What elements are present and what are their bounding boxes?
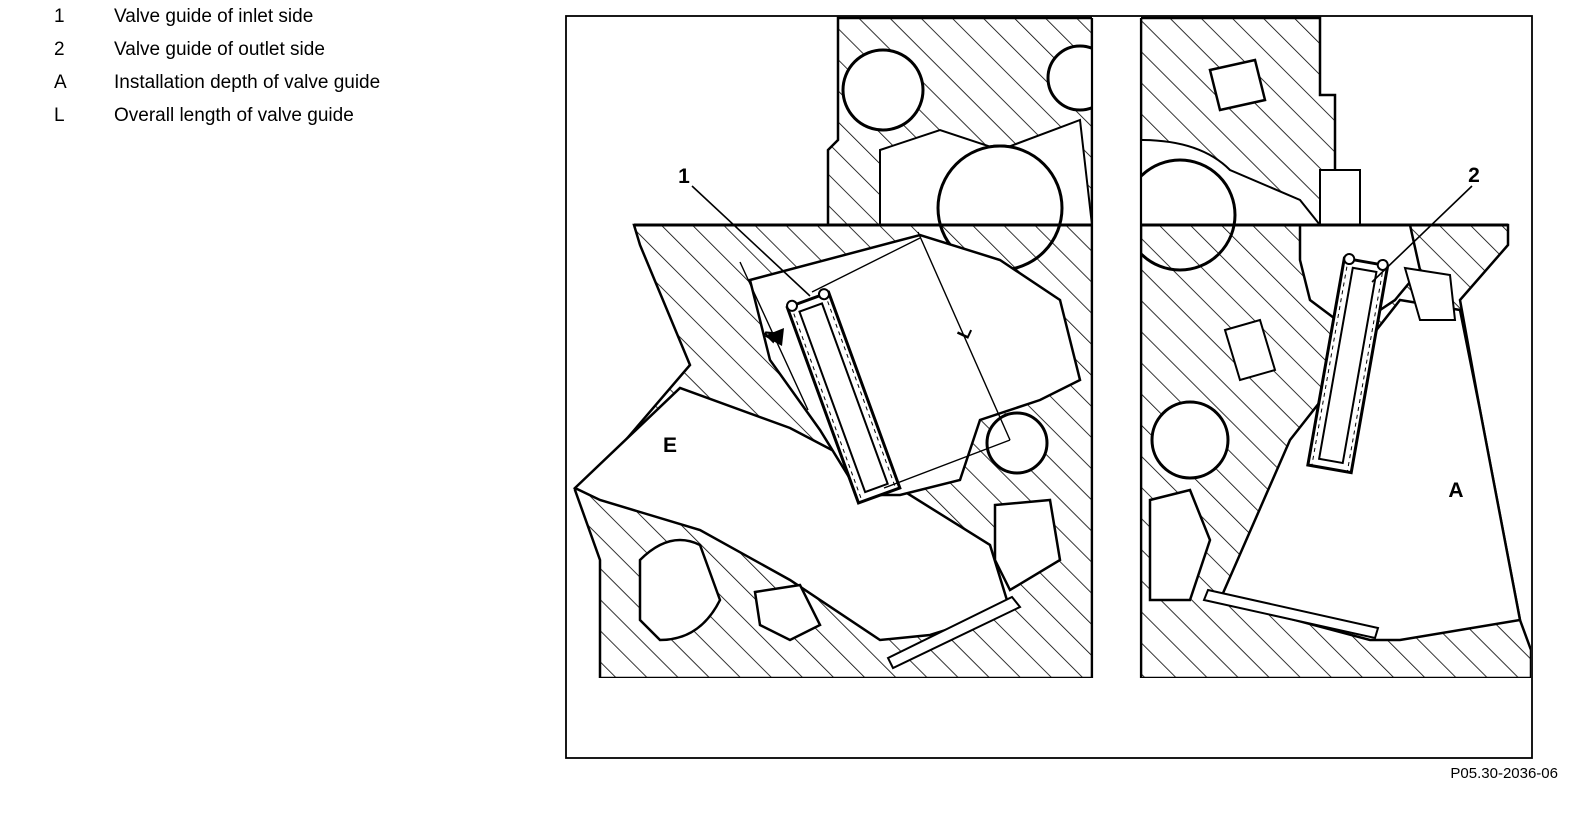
legend-key: 1: [54, 6, 65, 27]
valve-guide-outlet: [1306, 253, 1390, 475]
legend-row: A Installation depth of valve guide: [54, 72, 474, 105]
oil-bore: [1150, 400, 1230, 480]
extension-line: [883, 439, 1011, 489]
callout-label-2: 2: [1468, 164, 1480, 187]
figure-frame: [565, 15, 1533, 759]
valve-guide-inlet: [785, 288, 902, 505]
legend-text: Valve guide of outlet side: [114, 39, 325, 60]
leader-line-2: [1371, 185, 1473, 283]
cavity: [753, 583, 822, 642]
extension-line: [811, 237, 921, 293]
left-view-inlet: [572, 16, 1092, 678]
spring-seat: [1403, 266, 1457, 321]
leader-line-1: [691, 185, 811, 297]
legend-row: L Overall length of valve guide: [54, 105, 474, 138]
oil-bore: [985, 411, 1049, 475]
legend-key: 2: [54, 39, 65, 60]
legend: 1 Valve guide of inlet side 2 Valve guid…: [54, 6, 474, 138]
upper-pocket: [1319, 169, 1361, 226]
callout-label-1: 1: [678, 165, 690, 188]
cavity: [1223, 318, 1277, 382]
cavity: [638, 538, 722, 642]
legend-key: A: [54, 72, 67, 93]
cavity: [1148, 488, 1212, 602]
dimension-arrow: [764, 328, 784, 346]
legend-text: Overall length of valve guide: [114, 105, 354, 126]
legend-row: 1 Valve guide of inlet side: [54, 6, 474, 39]
outlet-port-label: A: [1448, 479, 1463, 502]
valve-seat: [886, 595, 1022, 670]
inlet-port-label: E: [663, 434, 677, 457]
cavity: [1208, 58, 1267, 112]
length-dimension-line: [917, 231, 1011, 441]
legend-text: Valve guide of inlet side: [114, 6, 314, 27]
bore-circle: [1046, 44, 1092, 112]
legend-text: Installation depth of valve guide: [114, 72, 381, 93]
legend-key: L: [54, 105, 65, 126]
right-view-outlet: [1141, 16, 1531, 678]
bore-circle: [841, 48, 925, 132]
cavity: [993, 498, 1062, 592]
legend-row: 2 Valve guide of outlet side: [54, 39, 474, 72]
figure-reference-code: P05.30-2036-06: [1450, 765, 1558, 782]
valve-seat: [1202, 588, 1380, 640]
